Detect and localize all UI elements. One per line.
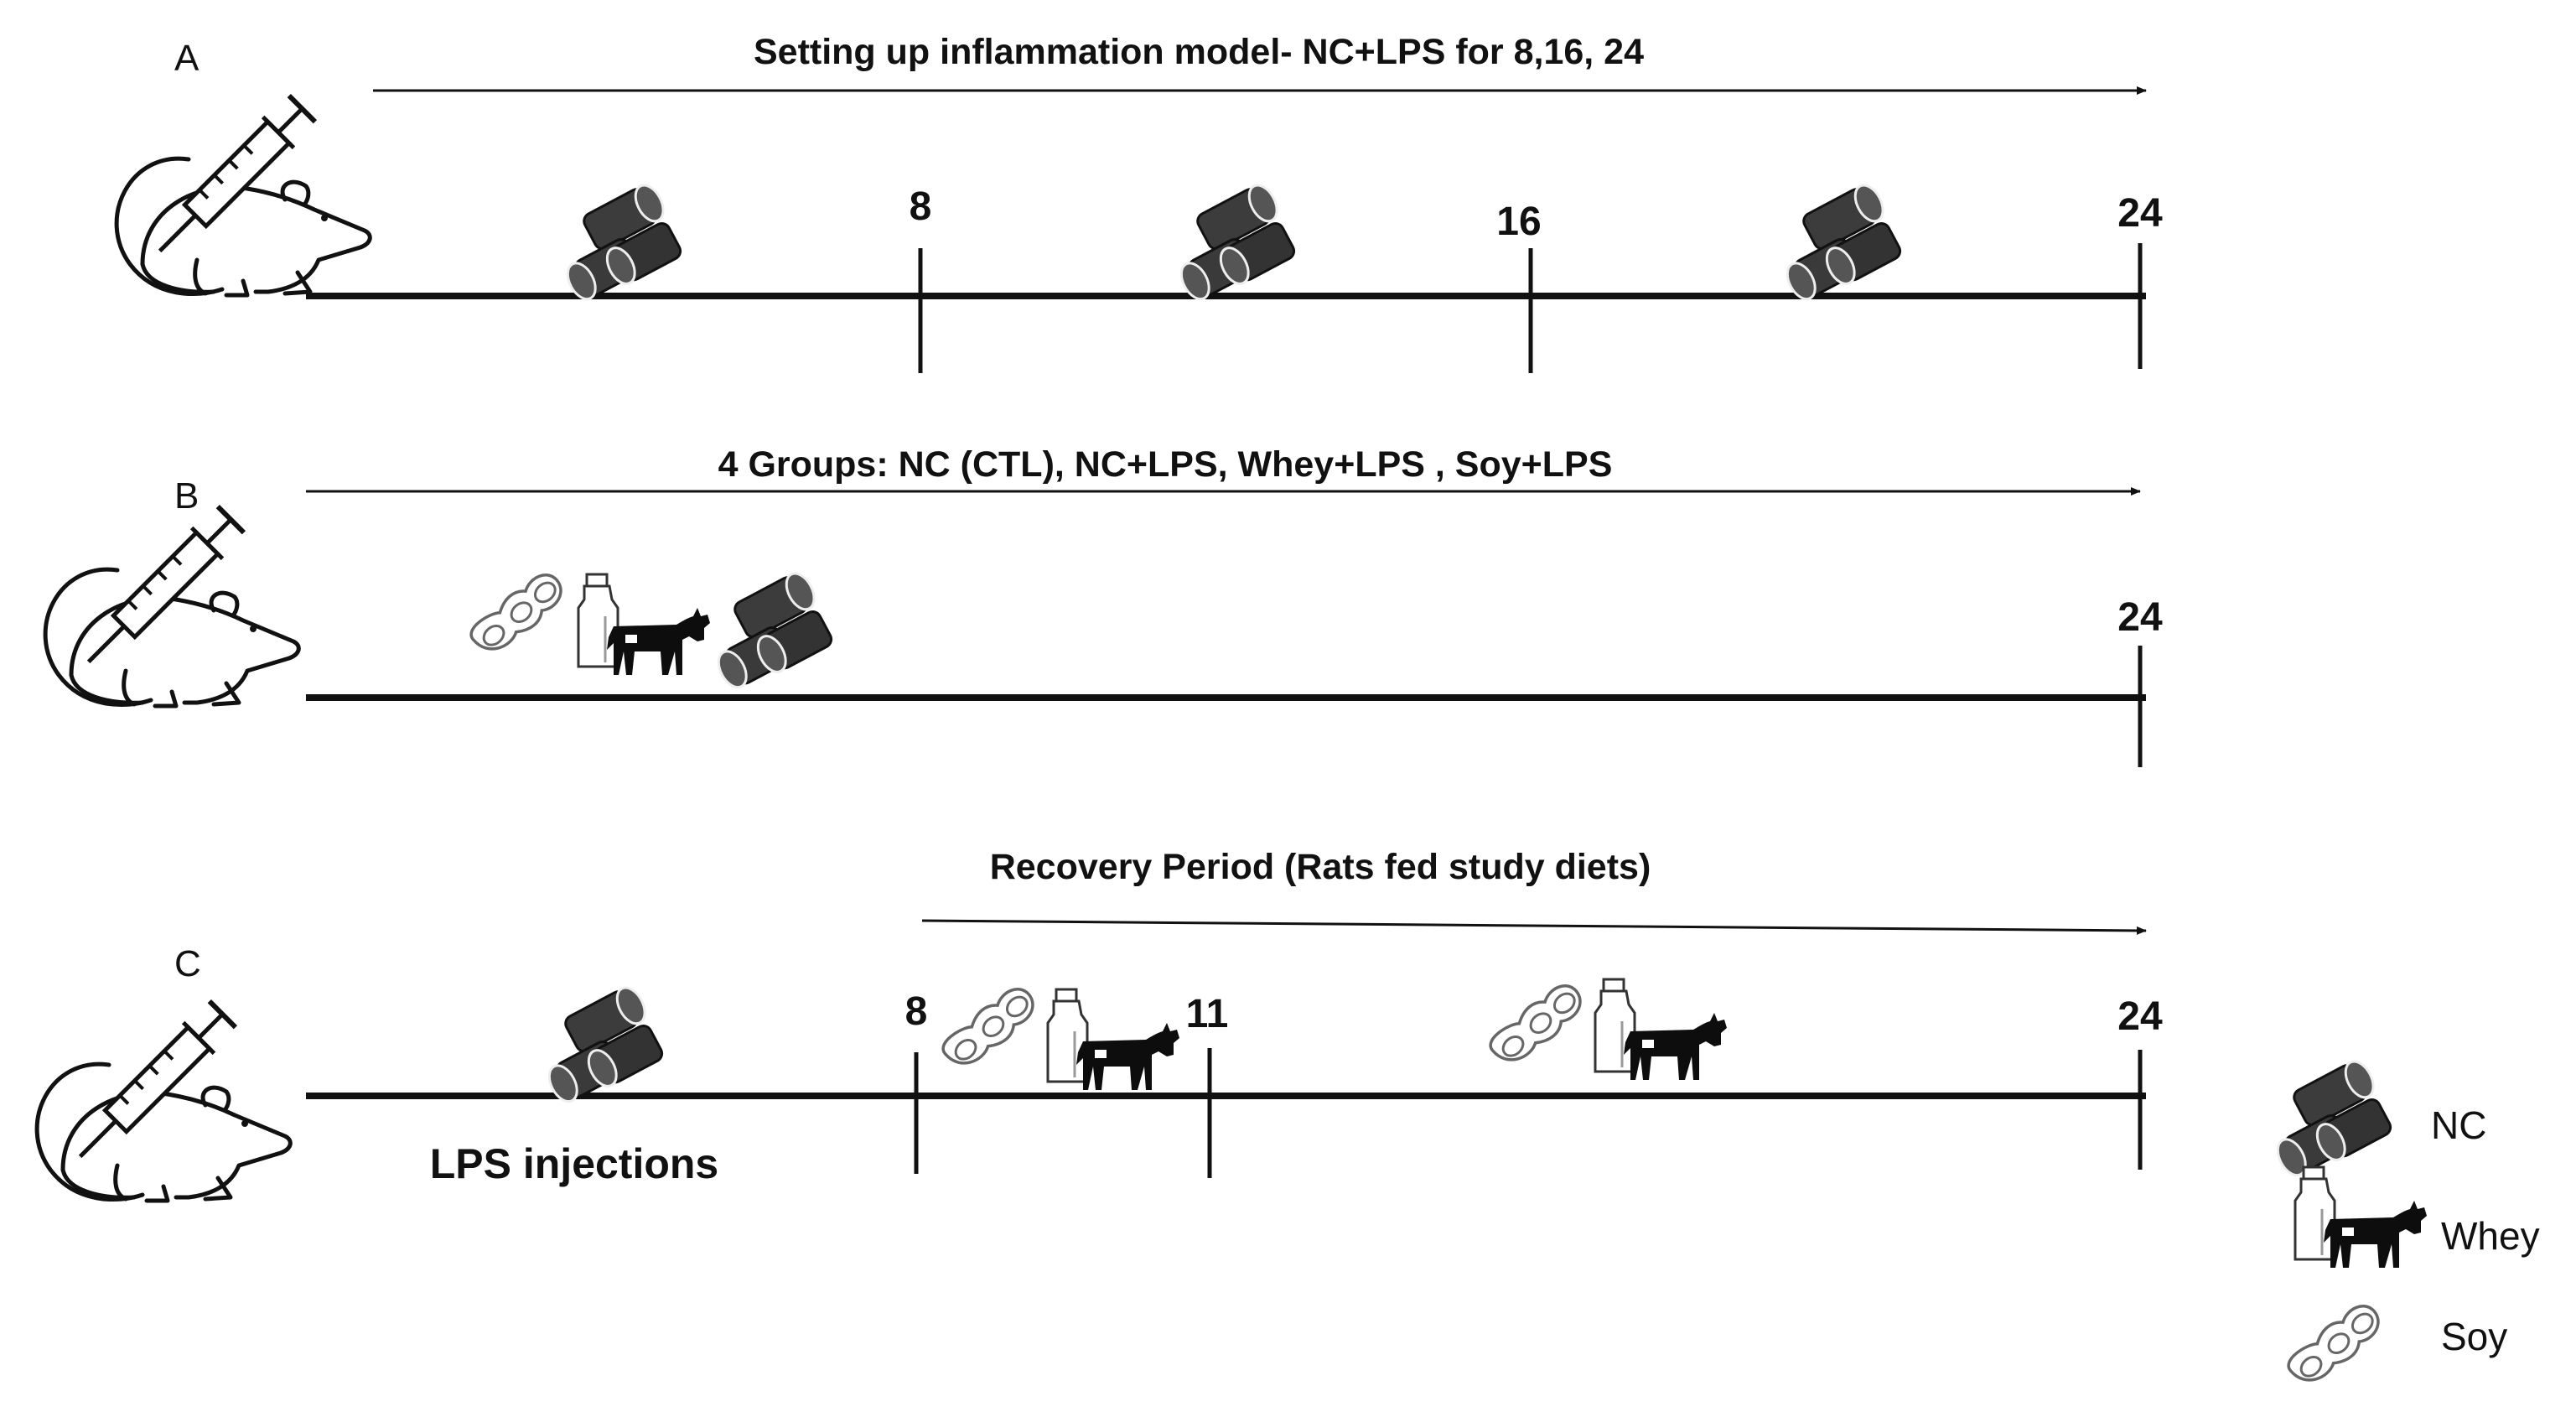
panel-a-title: Setting up inflammation model- NC+LPS fo… [754, 32, 1644, 72]
tick-label: 24 [2117, 595, 2163, 640]
tick-label: 24 [2117, 191, 2163, 236]
nc-pellet-icon [543, 179, 690, 309]
nc-pellet-icon [525, 982, 671, 1112]
legend-whey-label: Whey [2441, 1214, 2540, 1258]
tick-label: 8 [910, 184, 932, 229]
panel-b-title: 4 Groups: NC (CTL), NC+LPS, Whey+LPS , S… [718, 444, 1613, 485]
soy-pod-icon [1485, 975, 1591, 1074]
soy-pod-icon [937, 978, 1044, 1077]
panel-c-arrow [921, 919, 2147, 935]
soy-pod-icon [2283, 1295, 2389, 1394]
tick-label: 24 [2117, 994, 2163, 1039]
nc-pellet-icon [1763, 179, 1910, 309]
rat-syringe-icon [117, 93, 370, 295]
panel-a-label: A [174, 38, 200, 79]
panel-b: B 4 Groups: NC (CTL), NC+LPS, Whey+LPS ,… [45, 444, 2163, 767]
legend-nc-label: NC [2431, 1103, 2486, 1147]
panel-c-label: C [174, 943, 201, 984]
tick-label: 11 [1186, 992, 1229, 1036]
panel-b-label: B [174, 475, 199, 516]
whey-cow-icon [577, 573, 712, 677]
legend-soy-label: Soy [2441, 1315, 2507, 1358]
panel-c-title: Recovery Period (Rats fed study diets) [990, 847, 1651, 887]
tick-label: 16 [1496, 200, 1541, 244]
whey-cow-icon [1046, 988, 1181, 1092]
panel-a: A Setting up inflammation model- NC+LPS … [117, 32, 2163, 373]
panel-c: C Recovery Period (Rats fed study diets)… [37, 847, 2163, 1201]
rat-syringe-icon [45, 504, 298, 706]
legend: NC Whey Soy [2253, 1056, 2540, 1394]
lps-injections-label: LPS injections [430, 1140, 719, 1187]
rat-syringe-icon [37, 999, 290, 1201]
tick-label: 8 [905, 989, 928, 1034]
whey-cow-icon [2294, 1165, 2428, 1269]
nc-pellet-icon [1157, 179, 1304, 309]
soy-pod-icon [465, 564, 572, 663]
nc-pellet-icon [694, 568, 841, 698]
whey-cow-icon [1594, 978, 1729, 1082]
nc-pellet-icon [2253, 1056, 2400, 1186]
